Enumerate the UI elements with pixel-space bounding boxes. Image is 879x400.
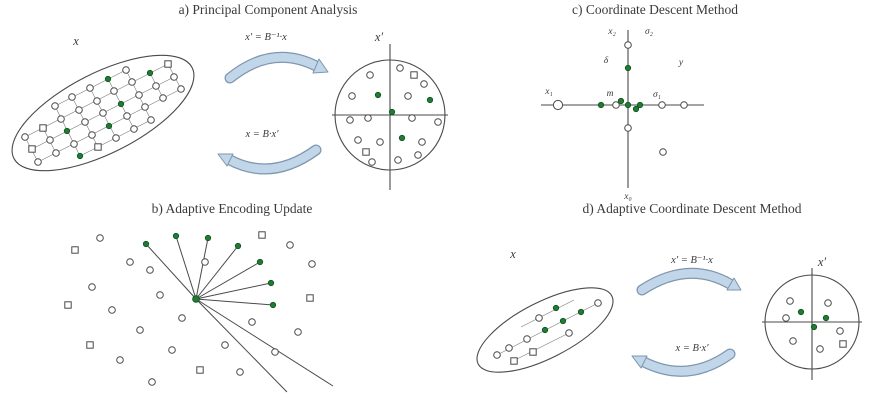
- pca-sphere-circle: [334, 59, 446, 171]
- panel-pca: a) Principal Component Analysis x′ = B⁻¹…: [11, 2, 448, 190]
- cd-points: [552, 41, 688, 156]
- cd-label-x2: x₂: [607, 27, 616, 37]
- pca-encode-arrow: [224, 51, 329, 84]
- pca-decode-formula: x = B·x′: [245, 129, 280, 140]
- arrowhead-left-icon: [631, 355, 648, 369]
- pca-decode-arrow: [217, 144, 322, 175]
- ae-scatter-points: [64, 231, 316, 386]
- cd-label-m: m: [607, 89, 614, 99]
- panel-coordinate-descent: c) Coordinate Descent Method x₂ σ₂ δ y x…: [541, 2, 738, 202]
- cd-label-y: y: [678, 58, 684, 68]
- arrowhead-right-icon: [726, 277, 742, 291]
- pca-xprime-label: x′: [374, 30, 384, 44]
- acd-x-label: x: [509, 247, 516, 261]
- pca-ellipse-points: [21, 60, 185, 166]
- panel-pca-title: a) Principal Component Analysis: [179, 2, 358, 17]
- cd-label-x0: x₀: [623, 192, 632, 202]
- panel-cd-title: c) Coordinate Descent Method: [572, 2, 738, 17]
- ae-update-lines: [145, 235, 334, 393]
- arrowhead-left-icon: [217, 153, 234, 167]
- pca-sphere-points: [346, 64, 442, 166]
- panel-adaptive-cd: d) Adaptive Coordinate Descent Method x′…: [476, 201, 862, 380]
- panel-acd-title: d) Adaptive Coordinate Descent Method: [583, 201, 802, 216]
- acd-sphere-circle: [764, 274, 860, 370]
- acd-xprime-label: x′: [817, 255, 827, 269]
- acd-decode-formula: x = B·x′: [675, 343, 710, 354]
- panel-ae-title: b) Adaptive Encoding Update: [152, 201, 313, 216]
- pca-encode-formula: x′ = B⁻¹·x: [244, 32, 287, 43]
- pca-x-label: x: [72, 34, 79, 48]
- arrowhead-right-icon: [312, 58, 329, 74]
- acd-sphere-points: [782, 297, 847, 353]
- acd-encode-formula: x′ = B⁻¹·x: [670, 255, 713, 266]
- acd-data-ellipse: [476, 287, 614, 373]
- acd-ellipse-points: [493, 299, 602, 365]
- acd-encode-arrow: [636, 267, 742, 296]
- cd-label-x1: x₁: [544, 87, 553, 97]
- cd-label-sigma1: σ₁: [653, 90, 661, 100]
- panel-adaptive-encoding: b) Adaptive Encoding Update: [64, 201, 334, 393]
- cd-label-delta: δ: [604, 56, 609, 66]
- acd-decode-arrow: [631, 348, 736, 377]
- cd-label-sigma2: σ₂: [645, 27, 654, 37]
